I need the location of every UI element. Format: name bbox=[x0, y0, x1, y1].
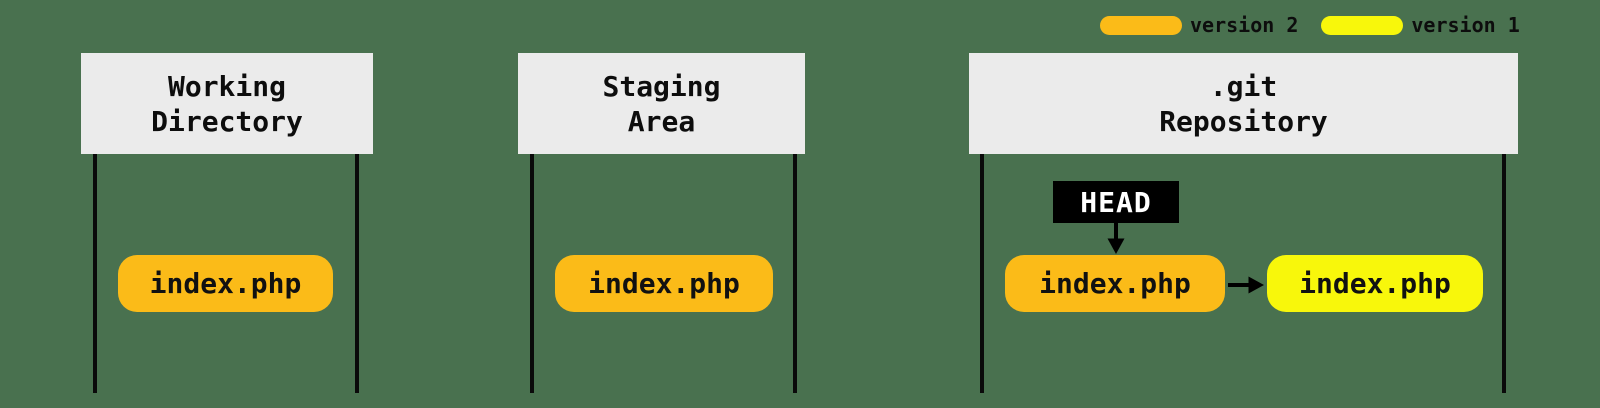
legend-label-version2: version 2 bbox=[1190, 13, 1299, 37]
column-header-git-repository: .git Repository bbox=[969, 53, 1518, 154]
git-repository-right-line bbox=[1502, 154, 1506, 393]
repository-file-pill-version1: index.php bbox=[1267, 255, 1483, 312]
head-arrow-down-icon bbox=[1107, 223, 1125, 254]
repository-file-pill-version2: index.php bbox=[1005, 255, 1225, 312]
column-header-working-directory: Working Directory bbox=[81, 53, 373, 154]
column-header-staging-area: Staging Area bbox=[518, 53, 805, 154]
version1-swatch-icon bbox=[1321, 15, 1404, 35]
legend-label-version1: version 1 bbox=[1411, 13, 1520, 37]
working-directory-file-pill: index.php bbox=[118, 255, 333, 312]
git-repository-left-line bbox=[980, 154, 984, 393]
legend-item-version2: version 2 bbox=[1100, 13, 1298, 37]
staging-area-file-pill: index.php bbox=[555, 255, 773, 312]
staging-area-right-line bbox=[793, 154, 797, 393]
legend-item-version1: version 1 bbox=[1321, 13, 1520, 37]
working-directory-left-line bbox=[93, 154, 97, 393]
head-pointer-badge: HEAD bbox=[1053, 181, 1179, 223]
staging-area-left-line bbox=[530, 154, 534, 393]
legend: version 2 version 1 bbox=[1100, 13, 1520, 37]
version2-swatch-icon bbox=[1100, 15, 1182, 35]
version-link-arrow-right-icon bbox=[1228, 276, 1264, 294]
working-directory-right-line bbox=[355, 154, 359, 393]
